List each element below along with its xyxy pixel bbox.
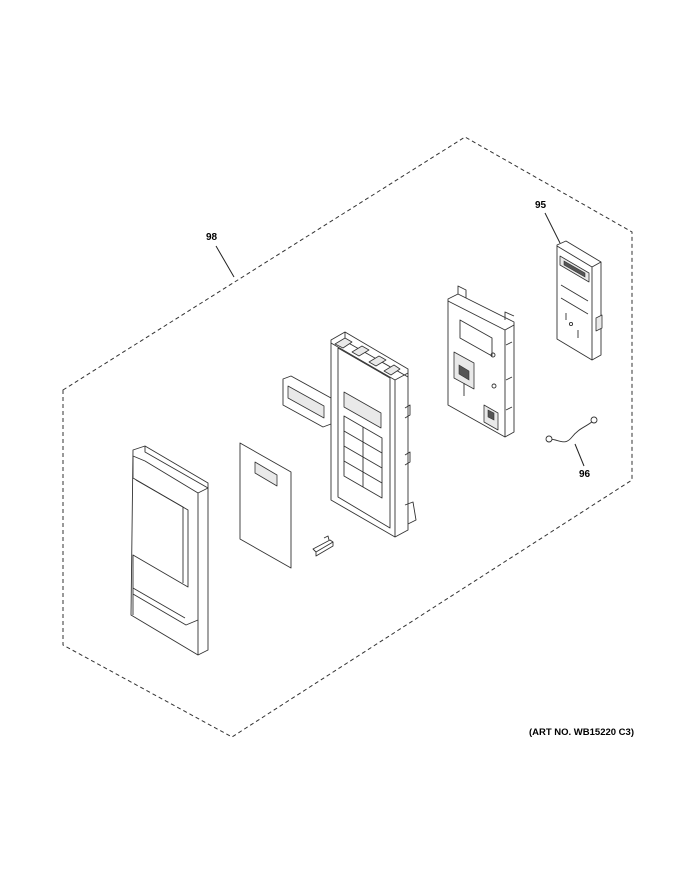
control-board[interactable]	[556, 240, 603, 361]
callout-96[interactable]: 96	[579, 469, 591, 480]
wire-harness[interactable]	[545, 416, 598, 443]
control-panel-frame[interactable]	[130, 445, 209, 656]
leader-98	[215, 245, 235, 278]
control-bracket[interactable]	[447, 285, 515, 438]
keypad-frame[interactable]	[330, 331, 417, 538]
art-number: (ART NO. WB15220 C3)	[528, 727, 634, 738]
callout-98[interactable]: 98	[206, 232, 218, 243]
display-window-frame[interactable]	[282, 375, 332, 428]
callout-95[interactable]: 95	[535, 200, 547, 211]
leader-95	[544, 212, 561, 244]
control-panel-overlay[interactable]	[239, 442, 292, 569]
leader-96	[574, 443, 585, 467]
latch-clip[interactable]	[312, 535, 334, 557]
assembly-boundary	[62, 136, 633, 738]
